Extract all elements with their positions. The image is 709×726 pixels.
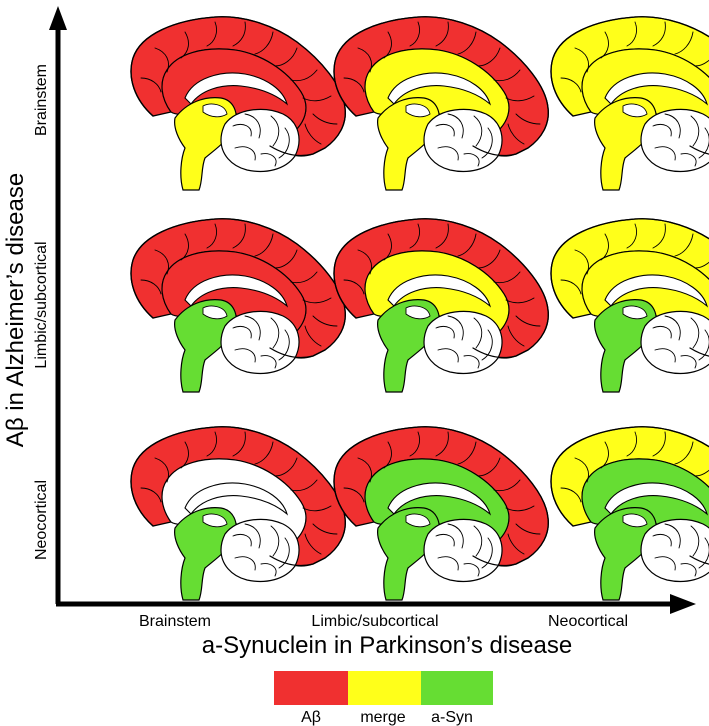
brain-outline <box>333 218 549 359</box>
corpus-callosum <box>184 482 289 516</box>
corpus-callosum <box>387 482 492 516</box>
col-label-neocortical: Neocortical <box>548 613 628 630</box>
corpus-callosum <box>387 274 492 308</box>
col-label-limbic: Limbic/subcortical <box>311 613 438 630</box>
cortical-gyri <box>560 223 709 295</box>
cerebellum <box>220 108 300 173</box>
brainstem-region <box>377 299 440 393</box>
brain-panel-r2-c2 <box>333 218 549 393</box>
legend-label-asyn: a-Syn <box>431 709 473 726</box>
brainstem-region <box>594 299 657 393</box>
brain-outline <box>333 426 549 567</box>
brain-panel-r3-c1 <box>130 426 346 601</box>
thalamus-notch <box>622 513 648 528</box>
thalamus-notch <box>405 103 431 118</box>
cerebellum-folds <box>232 523 290 577</box>
cortical-gyri <box>343 431 541 555</box>
cerebellum <box>220 518 300 583</box>
legend-swatch-asyn <box>421 671 493 705</box>
brain-outline <box>550 218 709 357</box>
thalamus-notch <box>405 305 431 320</box>
brainstem-region <box>174 299 237 393</box>
cortical-gyri <box>560 431 709 503</box>
cerebellum <box>423 518 503 583</box>
brainstem-region <box>377 97 440 191</box>
corpus-callosum <box>387 72 492 106</box>
cortical-gyri <box>140 431 338 555</box>
cerebellum-folds <box>435 523 493 577</box>
thalamus-notch <box>202 103 228 118</box>
corpus-callosum <box>604 274 709 308</box>
brainstem-region <box>174 97 237 191</box>
cerebellum-folds <box>232 315 290 369</box>
row-label-neocortical: Neocortical <box>33 480 50 560</box>
cortical-gyri <box>140 21 338 145</box>
legend-swatch-abeta <box>274 671 348 705</box>
brain-outline <box>550 426 709 565</box>
cortical-gyri <box>343 21 541 145</box>
brain-panel-r1-c3 <box>550 16 709 191</box>
row-label-brainstem: Brainstem <box>33 64 50 136</box>
cerebellum-folds <box>232 113 290 167</box>
thalamus-notch <box>622 305 648 320</box>
brain-outline <box>130 426 346 567</box>
thalamus-notch <box>202 513 228 528</box>
thalamus-notch <box>202 305 228 320</box>
thalamus-notch <box>622 103 648 118</box>
brainstem-region <box>594 507 657 601</box>
corpus-callosum <box>184 274 289 308</box>
brainstem-region <box>377 507 440 601</box>
brain-panel-r2-c1 <box>130 218 346 393</box>
y-axis-arrowhead <box>49 6 67 30</box>
brainstem-region <box>594 97 657 191</box>
brain-panel-r3-c3 <box>550 426 709 601</box>
brainstem-region <box>174 507 237 601</box>
col-label-brainstem: Brainstem <box>139 613 211 630</box>
cerebellum-folds <box>435 315 493 369</box>
corpus-callosum <box>604 482 709 516</box>
brain-panel-r1-c2 <box>333 16 549 191</box>
cerebellum <box>423 310 503 375</box>
y-axis-title: Aβ in Alzheimer’s disease <box>2 173 29 447</box>
brain-outline <box>130 218 346 359</box>
thalamus-notch <box>405 513 431 528</box>
brain-outline <box>130 16 346 157</box>
legend-label-abeta: Aβ <box>301 709 321 726</box>
brain-panel-r1-c1 <box>130 16 346 191</box>
brain-outline <box>550 16 709 155</box>
corpus-callosum <box>184 72 289 106</box>
cortical-gyri <box>560 21 709 93</box>
corpus-callosum <box>604 72 709 106</box>
x-axis-arrowhead <box>670 594 696 614</box>
color-legend: Aβ merge a-Syn <box>274 671 493 726</box>
x-axis-title: a-Synuclein in Parkinson’s disease <box>202 632 572 659</box>
legend-swatch-merge <box>348 671 421 705</box>
brain-outline <box>333 16 549 157</box>
cerebellum <box>220 310 300 375</box>
brain-panel-r3-c2 <box>333 426 549 601</box>
cerebellum <box>423 108 503 173</box>
cortical-gyri <box>343 223 541 347</box>
row-label-limbic: Limbic/subcortical <box>33 241 50 368</box>
brain-panel-r2-c3 <box>550 218 709 393</box>
cerebellum-folds <box>435 113 493 167</box>
legend-label-merge: merge <box>360 709 405 726</box>
brain-grid <box>130 16 709 601</box>
cortical-gyri <box>140 223 338 347</box>
